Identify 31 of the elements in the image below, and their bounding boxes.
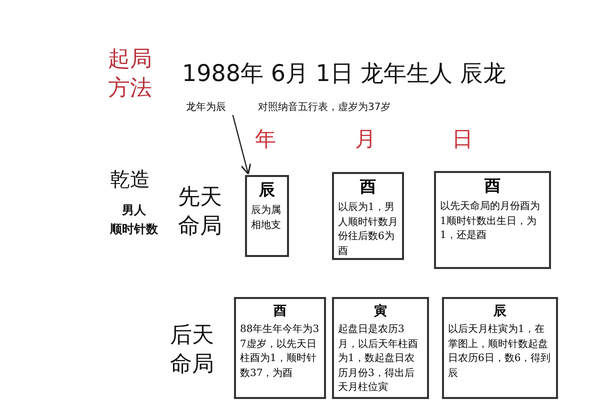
column-header: 年 bbox=[255, 126, 276, 153]
annotation-text: 龙年为辰 bbox=[186, 100, 246, 114]
note: 对照纳音五行表，虚岁为37岁 bbox=[258, 101, 391, 114]
box-text: 以后天月柱寅为1，在掌图上，顺时针数起盘日农历6日，数6，得到辰 bbox=[448, 323, 552, 380]
title: 1988年 6月 1日 龙年生人 辰龙 bbox=[182, 60, 506, 89]
row-header: 先天命局 bbox=[178, 184, 223, 241]
row-header: 后天命局 bbox=[170, 322, 215, 379]
box-heading: 辰 bbox=[492, 303, 508, 320]
box-heading: 酉 bbox=[272, 303, 288, 320]
box-heading: 酉 bbox=[484, 176, 502, 197]
row-label: 乾造 bbox=[110, 166, 150, 192]
note: 顺时针数 bbox=[110, 222, 158, 238]
text-box bbox=[442, 297, 558, 399]
box-heading: 辰 bbox=[258, 180, 276, 201]
box-text: 起盘日是农历3月，以后天年柱酉为1，数起盘日农历月份3，得出后天月柱位寅 bbox=[338, 323, 419, 395]
box-heading: 寅 bbox=[373, 302, 388, 320]
box-text: 辰为属相地支 bbox=[251, 204, 282, 232]
note: 男人 bbox=[122, 203, 146, 219]
column-header: 日 bbox=[452, 126, 473, 153]
text-box bbox=[245, 175, 289, 257]
box-text: 88年生年今年为37虚岁，以先天日柱酉为1，顺时针数37，为酉 bbox=[240, 323, 320, 380]
heading: 起局方法 bbox=[108, 46, 152, 103]
text-box bbox=[434, 171, 551, 269]
text-box bbox=[234, 297, 326, 399]
column-header: 月 bbox=[355, 126, 376, 153]
box-text: 以先天命局的月份酉为1顺时针数出生日，为1，还是酉 bbox=[440, 200, 541, 243]
text-box bbox=[332, 297, 429, 399]
text-box bbox=[332, 172, 404, 260]
box-text: 以辰为1，男人顺时针数月份往后数6为酉 bbox=[338, 201, 398, 258]
arrow bbox=[232, 114, 252, 175]
box-heading: 酉 bbox=[359, 177, 377, 198]
